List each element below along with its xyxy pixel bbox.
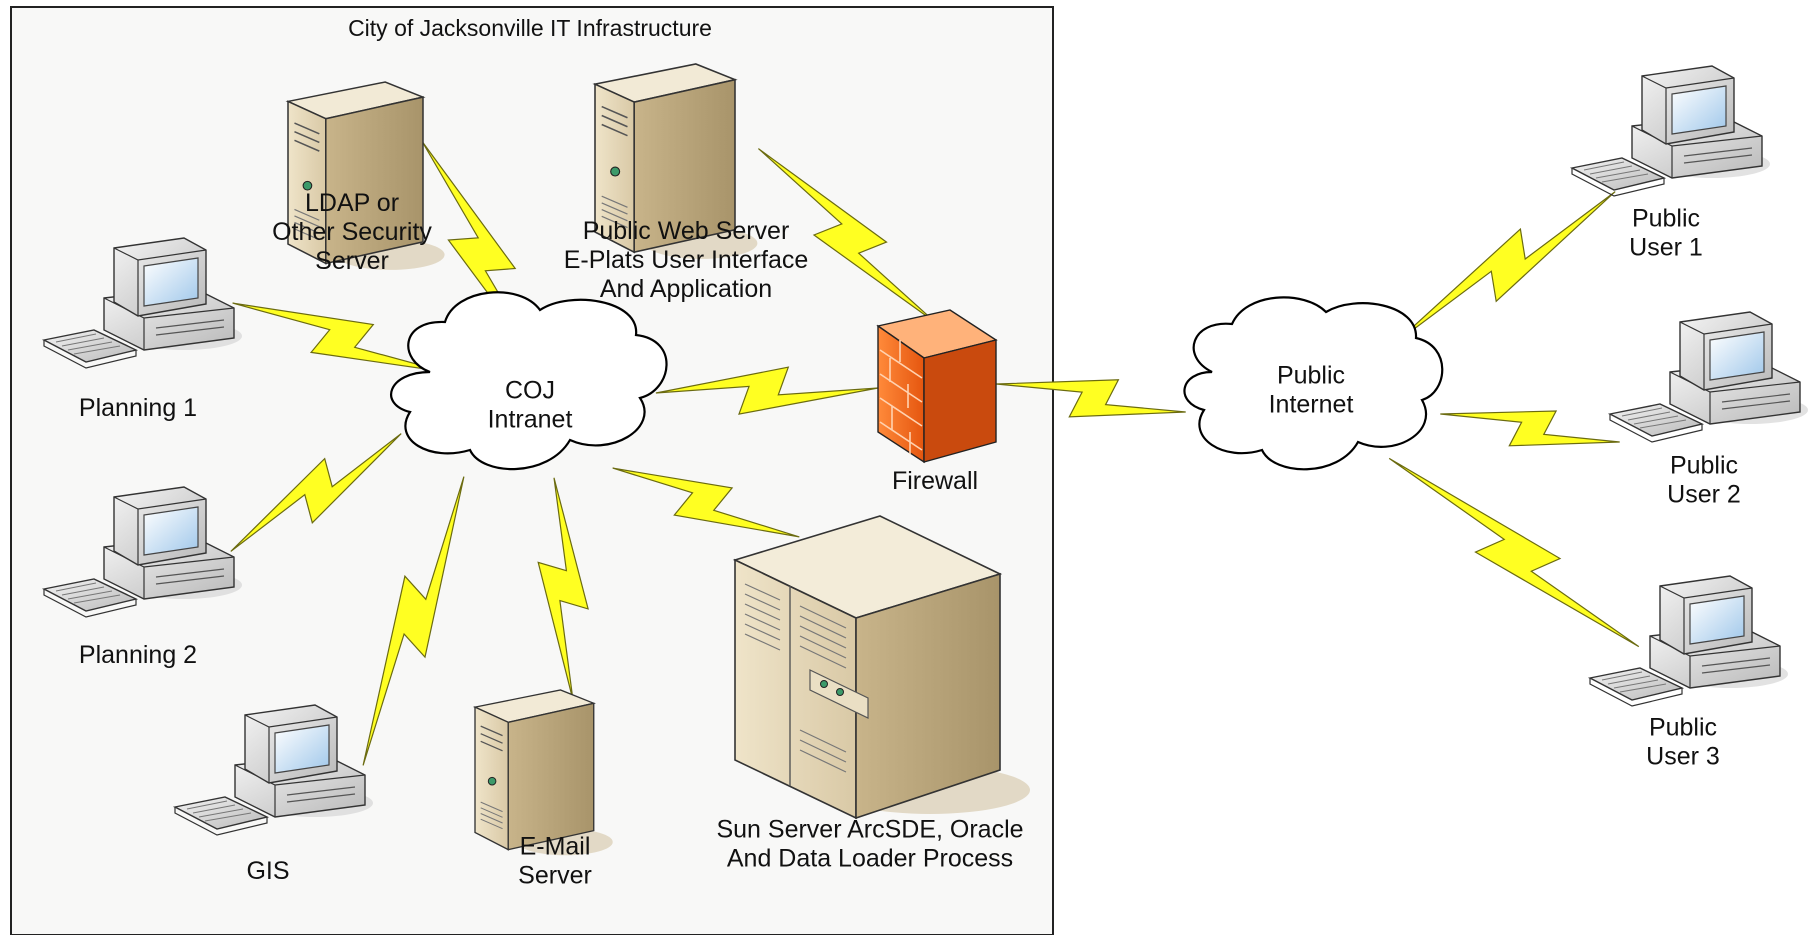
public-user3-workstation-icon — [1589, 575, 1789, 707]
label-line: User 2 — [1667, 481, 1741, 509]
label-line: GIS — [246, 857, 289, 885]
email-server-icon — [474, 689, 614, 856]
label-line: User 3 — [1646, 743, 1720, 771]
label-line: Other Security — [272, 218, 432, 246]
label-line: Intranet — [488, 406, 573, 434]
label-planning2: Planning 2 — [79, 641, 197, 669]
link-sun_server-intranet — [612, 467, 800, 538]
label-line: Internet — [1269, 391, 1354, 419]
label-line: Planning 2 — [79, 641, 197, 669]
link-email-intranet — [537, 477, 589, 701]
label-line: LDAP or — [305, 189, 399, 217]
link-internet-public_user2 — [1440, 410, 1620, 447]
link-firewall-intranet — [655, 366, 879, 415]
link-firewall-internet — [996, 379, 1186, 418]
label-line: Server — [518, 862, 592, 890]
public-user2-workstation-icon — [1609, 311, 1809, 443]
label-firewall: Firewall — [892, 467, 978, 495]
label-line: COJ — [505, 377, 555, 405]
diagram-title: City of Jacksonville IT Infrastructure — [348, 15, 712, 41]
label-line: Sun Server ArcSDE, Oracle — [716, 816, 1023, 844]
public-internet-cloud — [1183, 296, 1444, 471]
link-internet-public_user1 — [1394, 191, 1616, 344]
link-internet-public_user3 — [1388, 457, 1640, 648]
sun-server-icon — [732, 515, 1030, 820]
label-line: And Data Loader Process — [727, 845, 1013, 873]
label-line: Public — [1277, 362, 1345, 390]
firewall-icon — [876, 309, 998, 464]
label-line: And Application — [600, 275, 772, 303]
label-line: E-Mail — [520, 833, 591, 861]
connection-links — [230, 140, 1640, 766]
label-line: Public Web Server — [583, 217, 790, 245]
label-planning1: Planning 1 — [79, 394, 197, 422]
coj-intranet-cloud — [390, 291, 668, 471]
label-line: Public — [1632, 205, 1700, 233]
link-gis-intranet — [362, 476, 465, 766]
label-line: Public — [1649, 714, 1717, 742]
label-gis: GIS — [246, 857, 289, 885]
link-planning2-intranet — [230, 433, 402, 552]
label-line: Planning 1 — [79, 394, 197, 422]
label-line: Public — [1670, 452, 1738, 480]
label-line: Server — [315, 247, 389, 275]
public-user1-workstation-icon — [1571, 65, 1771, 197]
label-line: E-Plats User Interface — [564, 246, 809, 274]
label-line: Firewall — [892, 467, 978, 495]
label-line: User 1 — [1629, 234, 1703, 262]
